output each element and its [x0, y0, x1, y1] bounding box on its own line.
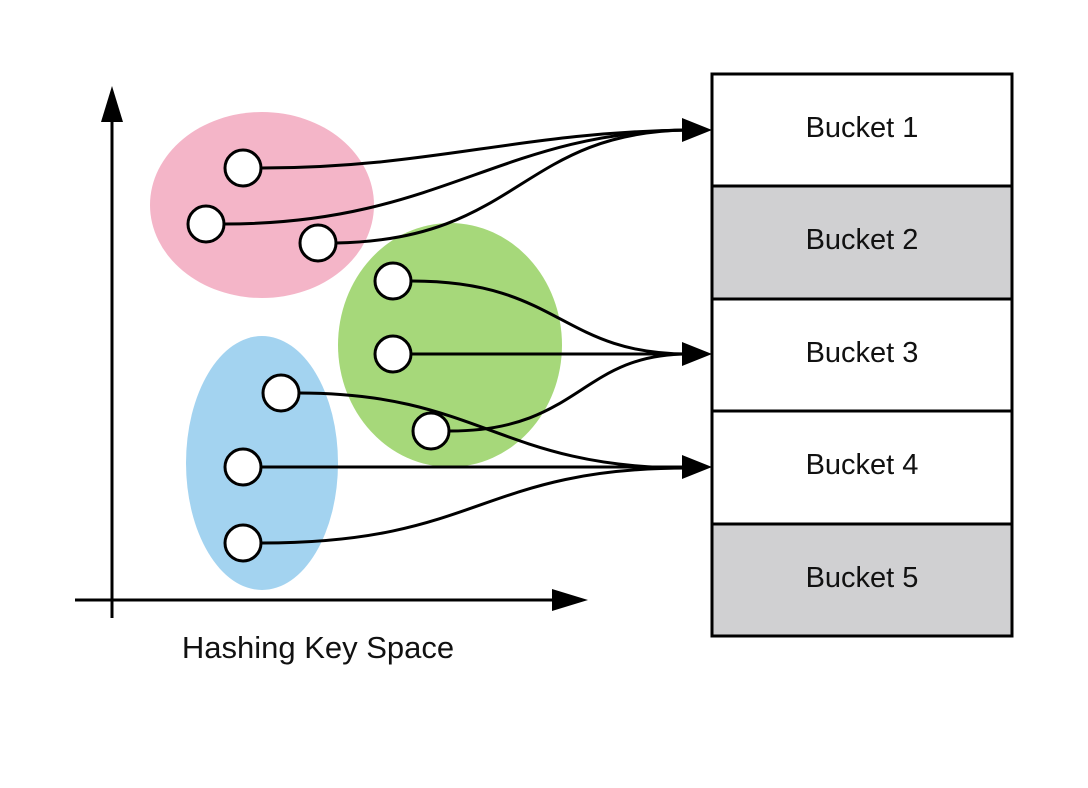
key-node [186, 204, 226, 244]
key-node [298, 223, 338, 263]
x-axis-arrowhead [552, 589, 588, 611]
bucket-3-cell [710, 297, 1014, 413]
arrowhead-bucket-1 [682, 118, 712, 142]
key-nodes [186, 148, 451, 563]
bucket-5-label: Bucket 5 [806, 562, 919, 594]
key-node [223, 523, 263, 563]
curve-pink-key-3 [335, 128, 689, 245]
mapping-curves [224, 128, 689, 545]
key-node [223, 447, 263, 487]
bucket-table: Bucket 1 Bucket 2 Bucket 3 Bucket 4 Buck… [710, 72, 1014, 638]
bucket-1-cell [710, 72, 1014, 188]
bucket-1-label: Bucket 1 [806, 112, 919, 144]
bucket-3-label: Bucket 3 [806, 337, 919, 369]
x-axis-label: Hashing Key Space [181, 630, 455, 665]
arrowhead-bucket-3 [682, 342, 712, 366]
curve-pink-key-1 [261, 128, 689, 170]
bucket-4-label: Bucket 4 [806, 449, 919, 481]
curve-green-key-1 [411, 279, 689, 356]
key-node [373, 261, 413, 301]
key-node [411, 411, 451, 451]
bucket-5-cell [710, 522, 1014, 638]
key-node [261, 373, 301, 413]
curve-blue-key-1 [298, 391, 689, 470]
curve-green-key-3 [449, 352, 689, 433]
bucket-2-label: Bucket 2 [806, 224, 919, 256]
curve-pink-key-2 [224, 128, 689, 226]
curve-blue-key-3 [261, 466, 689, 545]
y-axis-arrowhead [101, 86, 123, 122]
key-node [223, 148, 263, 188]
cluster-pink [150, 112, 374, 298]
bucket-2-cell [710, 184, 1014, 301]
bucket-4-cell [710, 409, 1014, 526]
key-node [373, 334, 413, 374]
arrowhead-bucket-4 [682, 455, 712, 479]
